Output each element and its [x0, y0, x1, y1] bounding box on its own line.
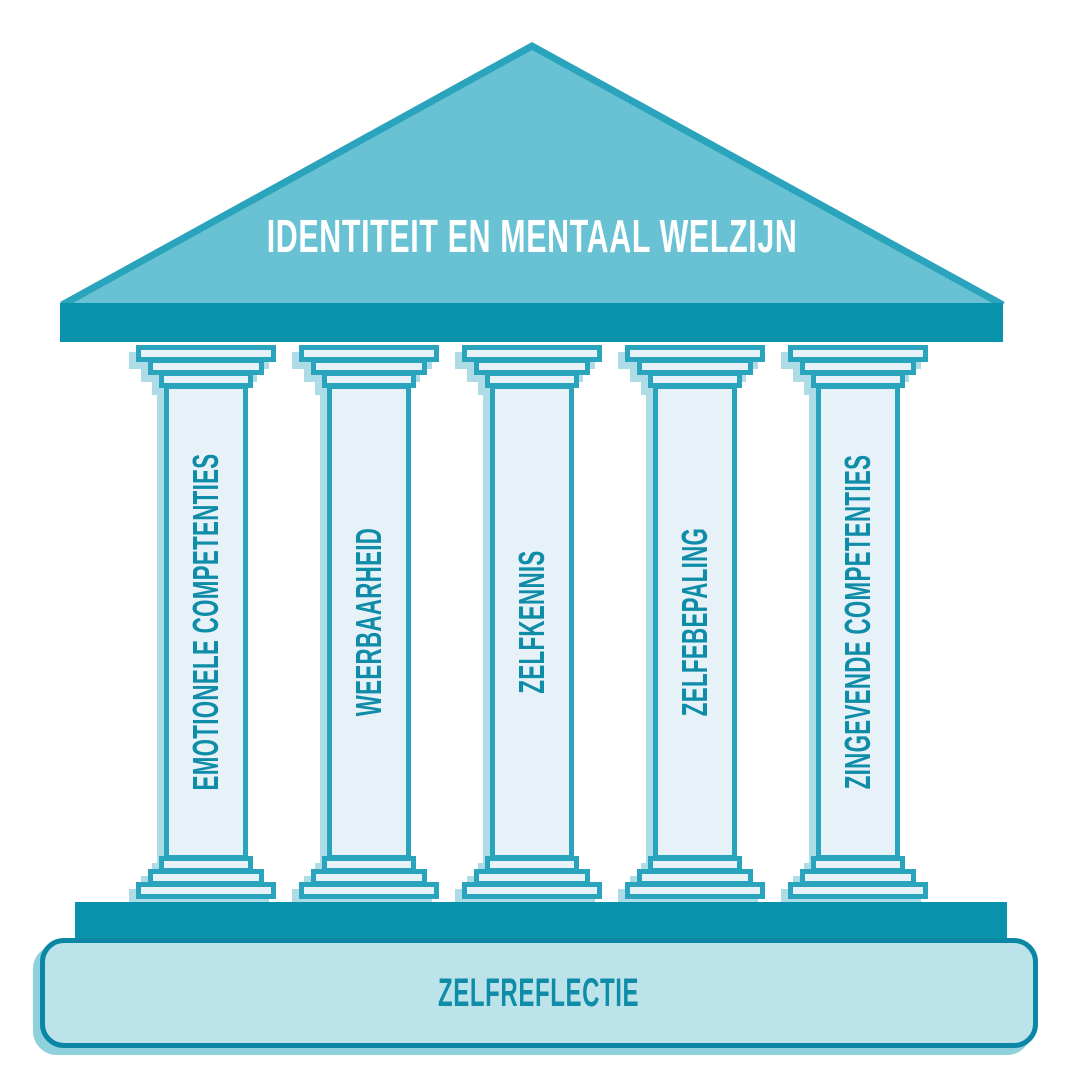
pillar-emotionele-competenties: EMOTIONELE COMPETENTIES [131, 345, 281, 899]
stylobate-beam [75, 902, 1007, 938]
pillar-shaft: ZINGEVENDE COMPETENTIES [816, 384, 900, 860]
architrave-beam [60, 303, 1003, 342]
base-tier-bottom [462, 882, 602, 899]
base-plinth: ZELFREFLECTIE [40, 938, 1038, 1048]
pillar-label: EMOTIONELE COMPETENTIES [185, 453, 226, 791]
base-tier-bottom [136, 882, 276, 899]
pillar-shaft: WEERBAARHEID [327, 384, 411, 860]
pillar-label: WEERBAARHEID [348, 527, 389, 717]
pillar-shaft: EMOTIONELE COMPETENTIES [164, 384, 248, 860]
pediment-title: IDENTITEIT EN MENTAAL WELZIJN [32, 212, 1032, 260]
base-tier-bottom [788, 882, 928, 899]
pillar-zingevende-competenties: ZINGEVENDE COMPETENTIES [783, 345, 933, 899]
pillar-shaft: ZELFEBEPALING [653, 384, 737, 860]
roof-triangle-shape [60, 42, 1005, 309]
pillar-zelfebepaling: ZELFEBEPALING [620, 345, 770, 899]
pillar-label: ZINGEVENDE COMPETENTIES [837, 454, 878, 790]
pediment-roof [60, 42, 1005, 309]
base-tier-bottom [299, 882, 439, 899]
pillar-zelfkennis: ZELFKENNIS [457, 345, 607, 899]
pillar-label: ZELFKENNIS [511, 550, 552, 694]
pillar-label: ZELFEBEPALING [674, 527, 715, 717]
pediment-title-text: IDENTITEIT EN MENTAAL WELZIJN [266, 210, 798, 262]
base-label: ZELFREFLECTIE [438, 970, 640, 1015]
pillar-shaft: ZELFKENNIS [490, 384, 574, 860]
base-tier-bottom [625, 882, 765, 899]
pillar-weerbaarheid: WEERBAARHEID [294, 345, 444, 899]
